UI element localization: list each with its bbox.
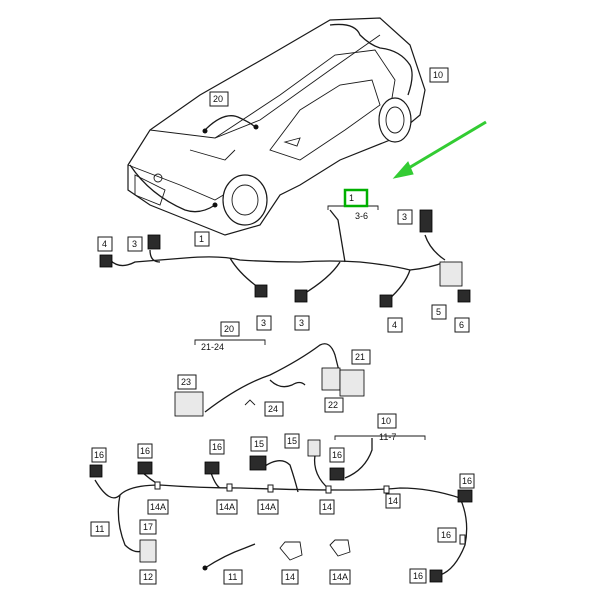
connector-4b [379, 294, 393, 308]
label-4: 4 [102, 239, 107, 249]
label-14-c: 14 [285, 572, 295, 582]
label-16-c: 16 [212, 442, 222, 452]
label-16-a: 16 [94, 450, 104, 460]
label-10-car: 10 [433, 70, 443, 80]
label-15-a: 15 [254, 439, 264, 449]
connector-15a [249, 455, 267, 471]
car-outline [127, 17, 426, 236]
label-16-g: 16 [413, 571, 423, 581]
label-3-c: 3 [299, 318, 304, 328]
connector-21 [339, 369, 365, 397]
label-16-b: 16 [140, 446, 150, 456]
label-12: 12 [143, 572, 153, 582]
label-24: 24 [268, 404, 278, 414]
label-16-f: 16 [441, 530, 451, 540]
highlight-box [343, 188, 369, 208]
label-10: 10 [381, 416, 391, 426]
label-20-car: 20 [213, 94, 223, 104]
label-1-car: 1 [199, 234, 204, 244]
label-boxes [90, 67, 475, 585]
label-14-b: 14 [388, 496, 398, 506]
connector-23 [174, 391, 204, 417]
label-14A-d: 14A [332, 572, 348, 582]
label-21: 21 [355, 352, 365, 362]
connector-16b [137, 461, 153, 475]
connector-3a [147, 234, 161, 250]
connector-3b [254, 284, 268, 298]
connector-16f [429, 569, 443, 583]
connector-3c [294, 289, 308, 303]
connector-22 [321, 367, 341, 391]
label-17: 17 [143, 522, 153, 532]
label-16-d: 16 [332, 450, 342, 460]
label-texts: 20 10 1 1 3-6 4 3 3 3 3 4 5 6 20 21-24 2… [94, 70, 472, 582]
label-1-highlighted: 1 [349, 193, 354, 203]
label-11-a: 11 [95, 524, 104, 534]
green-arrow [392, 120, 487, 179]
label-22: 22 [328, 400, 338, 410]
connector-3d [419, 209, 433, 233]
connector-16c [204, 461, 220, 475]
connector-6 [457, 289, 471, 303]
label-15-b: 15 [287, 436, 297, 446]
label-21-24: 21-24 [201, 342, 224, 352]
label-20: 20 [224, 324, 234, 334]
label-5: 5 [436, 307, 441, 317]
label-14-a: 14 [322, 502, 332, 512]
label-11-7: 11-7 [379, 432, 396, 442]
label-4-b: 4 [392, 320, 397, 330]
label-6: 6 [459, 320, 464, 330]
connector-15b [307, 439, 321, 457]
connector-4 [99, 254, 113, 268]
label-14A-b: 14A [219, 502, 235, 512]
label-14A-a: 14A [150, 502, 166, 512]
label-3-6: 3-6 [355, 211, 368, 221]
connector-17 [139, 539, 157, 563]
label-16-e: 16 [462, 476, 472, 486]
connector-16e [457, 489, 473, 503]
label-23: 23 [181, 377, 191, 387]
label-11-b: 11 [228, 572, 237, 582]
connector-5 [439, 261, 463, 287]
connector-16a [89, 464, 103, 478]
label-3-b: 3 [261, 318, 266, 328]
label-3-d: 3 [402, 212, 407, 222]
label-14A-c: 14A [260, 502, 276, 512]
connector-16d [329, 467, 345, 481]
label-3-a: 3 [132, 239, 137, 249]
